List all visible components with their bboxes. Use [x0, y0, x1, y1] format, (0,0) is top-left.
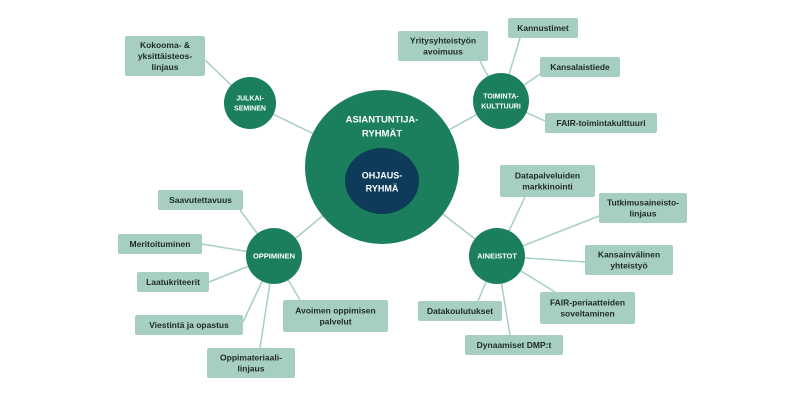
item-oppimateriaalilinjaus-text: Oppimateriaali-linjaus: [220, 352, 282, 373]
item-fair-periaatteiden-soveltaminen-box: [540, 292, 635, 324]
item-tutkimusaineistolinjaus-box: [599, 193, 687, 223]
toimintakulttuuri-label: TOIMINTA-KULTTUURI: [481, 93, 521, 110]
item-fair-toimintakulttuuri: FAIR-toimintakulttuuri: [545, 113, 657, 133]
item-kannustimet-box: [508, 18, 578, 38]
item-meritoituminen-box: [118, 234, 202, 254]
item-oppimateriaalilinjaus-box: [207, 348, 295, 378]
item-datakoulutukset: Datakoulutukset: [418, 301, 502, 321]
item-kansalaistiede: Kansalaistiede: [540, 57, 620, 77]
item-saavutettavuus: Saavutettavuus: [158, 190, 243, 210]
item-datapalveluiden-markkinointi-box: [500, 165, 595, 197]
item-avoimen-oppimisen-palvelut-box: [283, 300, 388, 332]
item-fair-toimintakulttuuri-text: FAIR-toimintakulttuuri: [556, 118, 645, 128]
item-viestinta-ja-opastus: Viestintä ja opastus: [135, 315, 243, 335]
item-kannustimet: Kannustimet: [508, 18, 578, 38]
item-viestinta-ja-opastus-text: Viestintä ja opastus: [149, 320, 229, 330]
item-yritysyhteistyon-avoimuus-box: [398, 31, 488, 61]
item-kansalaistiede-text: Kansalaistiede: [550, 62, 610, 72]
toimintakulttuuri-circle: [473, 73, 529, 129]
oppiminen-label: OPPIMINEN: [253, 252, 295, 261]
item-oppimateriaalilinjaus: Oppimateriaali-linjaus: [207, 348, 295, 378]
julkaiseminen-circle: [224, 77, 276, 129]
item-saavutettavuus-box: [158, 190, 243, 210]
item-datakoulutukset-box: [418, 301, 502, 321]
julkaiseminen-label: JULKAI-SEMINEN: [234, 95, 266, 112]
item-tutkimusaineistolinjaus: Tutkimusaineisto-linjaus: [599, 193, 687, 223]
hub-inner-circle: [345, 148, 419, 214]
item-kansainvalinen-yhteistyo-box: [585, 245, 673, 275]
oppiminen-circle: [246, 228, 302, 284]
item-dynaamiset-dmp-text: Dynaamiset DMP:t: [477, 340, 552, 350]
item-laatukriteerit-box: [137, 272, 209, 292]
item-datakoulutukset-text: Datakoulutukset: [427, 306, 493, 316]
aineistot-label: AINEISTOT: [477, 252, 517, 261]
hub-outer-label: ASIANTUNTIJA-RYHMÄT: [346, 114, 419, 139]
item-kansalaistiede-box: [540, 57, 620, 77]
hub-inner-label: OHJAUS-RYHMÄ: [362, 171, 403, 194]
item-tutkimusaineistolinjaus-text: Tutkimusaineisto-linjaus: [607, 197, 679, 218]
item-meritoituminen: Meritoituminen: [118, 234, 202, 254]
item-kannustimet-text: Kannustimet: [517, 23, 569, 33]
item-kokooma-linjaus-text: Kokooma- &yksittäisteos-linjaus: [138, 40, 192, 72]
item-dynaamiset-dmp-box: [465, 335, 563, 355]
item-saavutettavuus-text: Saavutettavuus: [169, 195, 232, 205]
aineistot-circle: [469, 228, 525, 284]
item-fair-toimintakulttuuri-box: [545, 113, 657, 133]
item-viestinta-ja-opastus-box: [135, 315, 243, 335]
item-laatukriteerit-text: Laatukriteerit: [146, 277, 200, 287]
item-kokooma-linjaus-box: [125, 36, 205, 76]
item-kokooma-linjaus: Kokooma- &yksittäisteos-linjaus: [125, 36, 205, 76]
item-meritoituminen-text: Meritoituminen: [130, 239, 191, 249]
item-dynaamiset-dmp: Dynaamiset DMP:t: [465, 335, 563, 355]
item-laatukriteerit: Laatukriteerit: [137, 272, 209, 292]
